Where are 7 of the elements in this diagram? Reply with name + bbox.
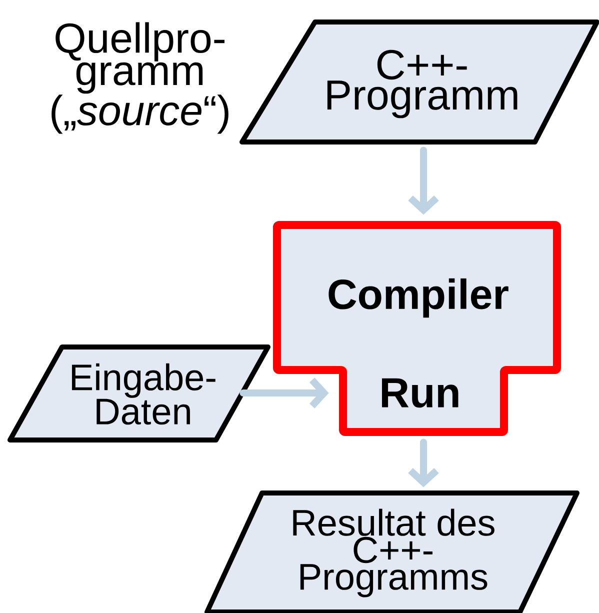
caption-text: Quellpro- gramm („source“) <box>52 22 228 134</box>
data-parallelogram: C++- Programm <box>240 20 599 144</box>
arrow <box>240 378 329 408</box>
arrow <box>408 146 439 215</box>
data-parallelogram: Resultat des C++- Programms <box>204 490 580 613</box>
data-parallelogram: Eingabe- Daten <box>8 344 270 442</box>
compiler-box: Compiler Run <box>273 221 561 436</box>
